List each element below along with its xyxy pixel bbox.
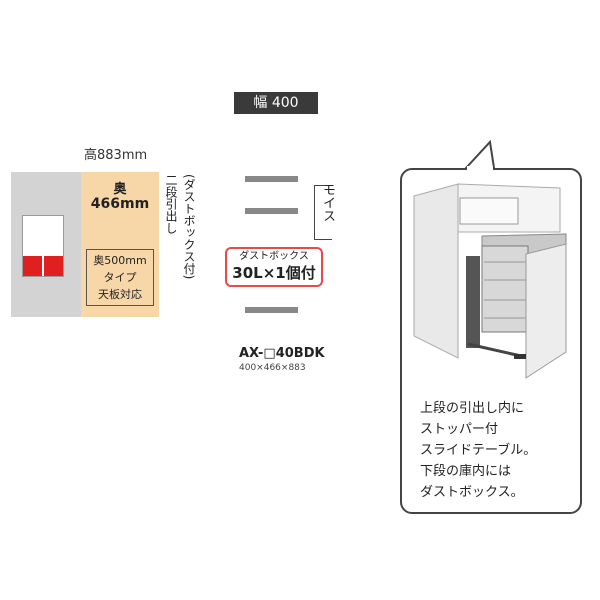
cabinet-side-illustration	[413, 183, 459, 359]
callout-line: 上段の引出し内に	[420, 401, 525, 416]
dustbox-tag: ダストボックス 30L×1個付	[225, 247, 323, 287]
dustbox-vertical-label: (ダストボックス付)	[182, 174, 196, 280]
height-label: 高883mm	[84, 148, 148, 163]
callout-pointer-icon	[463, 139, 496, 169]
callout-line: 下段の庫内には	[420, 464, 512, 479]
dustbox-tag-title: ダストボックス	[239, 251, 309, 262]
width-badge: 幅 400	[234, 92, 318, 114]
depth-note-line: タイプ	[103, 271, 137, 284]
lower-door-illustration	[525, 243, 567, 379]
model-dimensions: 400×466×883	[239, 363, 306, 373]
drawer-front-line	[245, 176, 298, 182]
dustbox-illustration	[481, 245, 529, 333]
cabinet-rail-illustration	[466, 256, 480, 348]
mini-drawer-right-icon	[44, 256, 63, 276]
drawer-vertical-label: 二段引出し	[164, 174, 178, 234]
mini-drawer-left-icon	[23, 256, 42, 276]
callout-line: ストッパー付	[420, 422, 499, 437]
mois-vertical-label: モイス	[320, 183, 335, 222]
drawer-front-line	[245, 307, 298, 313]
model-number: AX-□40BDK	[239, 346, 325, 361]
depth-value: 466mm	[90, 196, 150, 212]
drawer-front-line	[245, 208, 298, 214]
callout-line: ダストボックス。	[420, 485, 524, 500]
depth-note-line: 奥500mm	[93, 254, 147, 267]
mois-bracket	[314, 185, 332, 240]
depth-note-line: 天板対応	[98, 288, 142, 301]
dustbox-tag-capacity: 30L×1個付	[232, 264, 316, 282]
depth-note-box: 奥500mm タイプ 天板対応	[86, 249, 154, 306]
callout-text: 上段の引出し内に ストッパー付 スライドテーブル。 下段の庫内には ダストボック…	[420, 398, 580, 503]
depth-title: 奥	[113, 182, 127, 197]
callout-line: スライドテーブル。	[420, 443, 537, 458]
upper-drawer-illustration	[459, 197, 519, 225]
